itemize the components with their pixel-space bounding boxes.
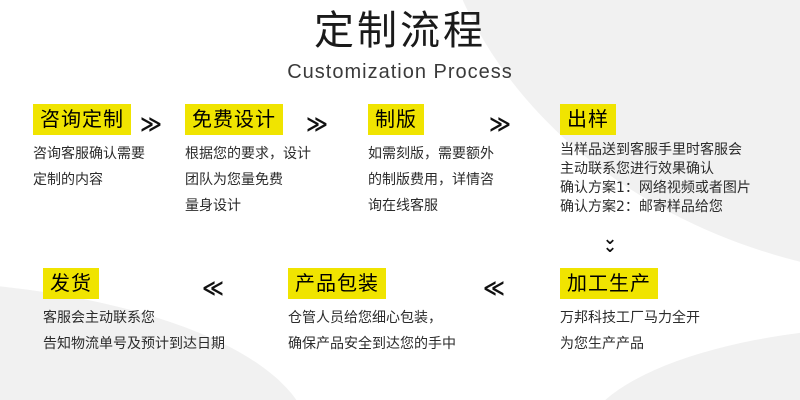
step-label-free-design: 免费设计 <box>185 104 283 135</box>
step-label-wrap: 加工生产 <box>560 268 700 299</box>
page-title-cn: 定制流程 <box>314 8 486 54</box>
arrow-down-icon-connector: ⌄ ⌄ <box>592 231 628 257</box>
header: 定制流程 Customization Process <box>0 6 800 86</box>
step-body-line: 客服会主动联系您 <box>43 310 155 326</box>
step-body-consult-customization: 咨询客服确认需要 定制的内容 <box>33 141 145 193</box>
page-title-en: Customization Process <box>287 61 513 83</box>
step-label-wrap: 咨询定制 <box>33 104 145 135</box>
arrow-right-icon-2: ≫ <box>306 112 328 136</box>
step-body-free-design: 根据您的要求，设计 团队为您量免费 量身设计 <box>185 141 311 219</box>
step-body-line: 的制版费用，详情咨 <box>368 172 494 188</box>
step-body-line: 团队为您量免费 <box>185 172 283 188</box>
process-row-second: 发货 客服会主动联系您 告知物流单号及预计到达日期 ≪ 产品包装 仓管人员给您细… <box>0 268 800 378</box>
step-body-line: 为您生产产品 <box>560 336 644 352</box>
step-label-wrap: 发货 <box>43 268 225 299</box>
step-label-consult-customization: 咨询定制 <box>33 104 131 135</box>
arrow-right-icon-3: ≫ <box>489 112 511 136</box>
step-body-product-packaging: 仓管人员给您细心包装， 确保产品安全到达您的手中 <box>288 305 456 357</box>
step-body-line: 确认方案2：邮寄样品给您 <box>560 199 723 215</box>
step-label-plate-making: 制版 <box>368 104 424 135</box>
step-label-sample-output: 出样 <box>560 104 616 135</box>
step-label-wrap: 免费设计 <box>185 104 311 135</box>
step-processing-production: 加工生产 万邦科技工厂马力全开 为您生产产品 <box>560 268 700 357</box>
step-body-line: 根据您的要求，设计 <box>185 146 311 162</box>
step-body-line: 确认方案1：网络视频或者图片 <box>560 180 751 196</box>
step-label-wrap: 制版 <box>368 104 494 135</box>
step-sample-output: 出样 当样品送到客服手里时客服会 主动联系您进行效果确认 确认方案1：网络视频或… <box>560 104 751 217</box>
step-plate-making: 制版 如需刻版，需要额外 的制版费用，详情咨 询在线客服 <box>368 104 494 219</box>
step-body-line: 确保产品安全到达您的手中 <box>288 336 456 352</box>
step-body-line: 主动联系您进行效果确认 <box>560 161 714 177</box>
step-label-wrap: 产品包装 <box>288 268 456 299</box>
step-body-line: 如需刻版，需要额外 <box>368 146 494 162</box>
chevron-down-glyph-2: ⌄ <box>602 237 618 257</box>
step-free-design: 免费设计 根据您的要求，设计 团队为您量免费 量身设计 <box>185 104 311 219</box>
step-body-plate-making: 如需刻版，需要额外 的制版费用，详情咨 询在线客服 <box>368 141 494 219</box>
step-body-line: 万邦科技工厂马力全开 <box>560 310 700 326</box>
step-body-line: 告知物流单号及预计到达日期 <box>43 336 225 352</box>
step-label-product-packaging: 产品包装 <box>288 268 386 299</box>
step-body-shipping: 客服会主动联系您 告知物流单号及预计到达日期 <box>43 305 225 357</box>
step-body-line: 询在线客服 <box>368 198 438 214</box>
step-label-processing-production: 加工生产 <box>560 268 658 299</box>
step-body-processing-production: 万邦科技工厂马力全开 为您生产产品 <box>560 305 700 357</box>
step-body-line: 当样品送到客服手里时客服会 <box>560 142 742 158</box>
arrow-left-icon-2: ≪ <box>483 276 505 300</box>
arrow-right-icon-1: ≫ <box>140 112 162 136</box>
step-body-sample-output: 当样品送到客服手里时客服会 主动联系您进行效果确认 确认方案1：网络视频或者图片… <box>560 141 751 217</box>
step-body-line: 量身设计 <box>185 198 241 214</box>
step-body-line: 咨询客服确认需要 <box>33 146 145 162</box>
step-body-line: 定制的内容 <box>33 172 103 188</box>
step-consult-customization: 咨询定制 咨询客服确认需要 定制的内容 <box>33 104 145 193</box>
step-product-packaging: 产品包装 仓管人员给您细心包装， 确保产品安全到达您的手中 <box>288 268 456 357</box>
step-shipping: 发货 客服会主动联系您 告知物流单号及预计到达日期 <box>43 268 225 357</box>
arrow-left-icon-1: ≪ <box>202 276 224 300</box>
step-body-line: 仓管人员给您细心包装， <box>288 310 442 326</box>
step-label-wrap: 出样 <box>560 104 751 135</box>
process-row-first: 咨询定制 咨询客服确认需要 定制的内容 ≫ 免费设计 根据您的要求，设计 团队为… <box>0 104 800 244</box>
step-label-shipping: 发货 <box>43 268 99 299</box>
